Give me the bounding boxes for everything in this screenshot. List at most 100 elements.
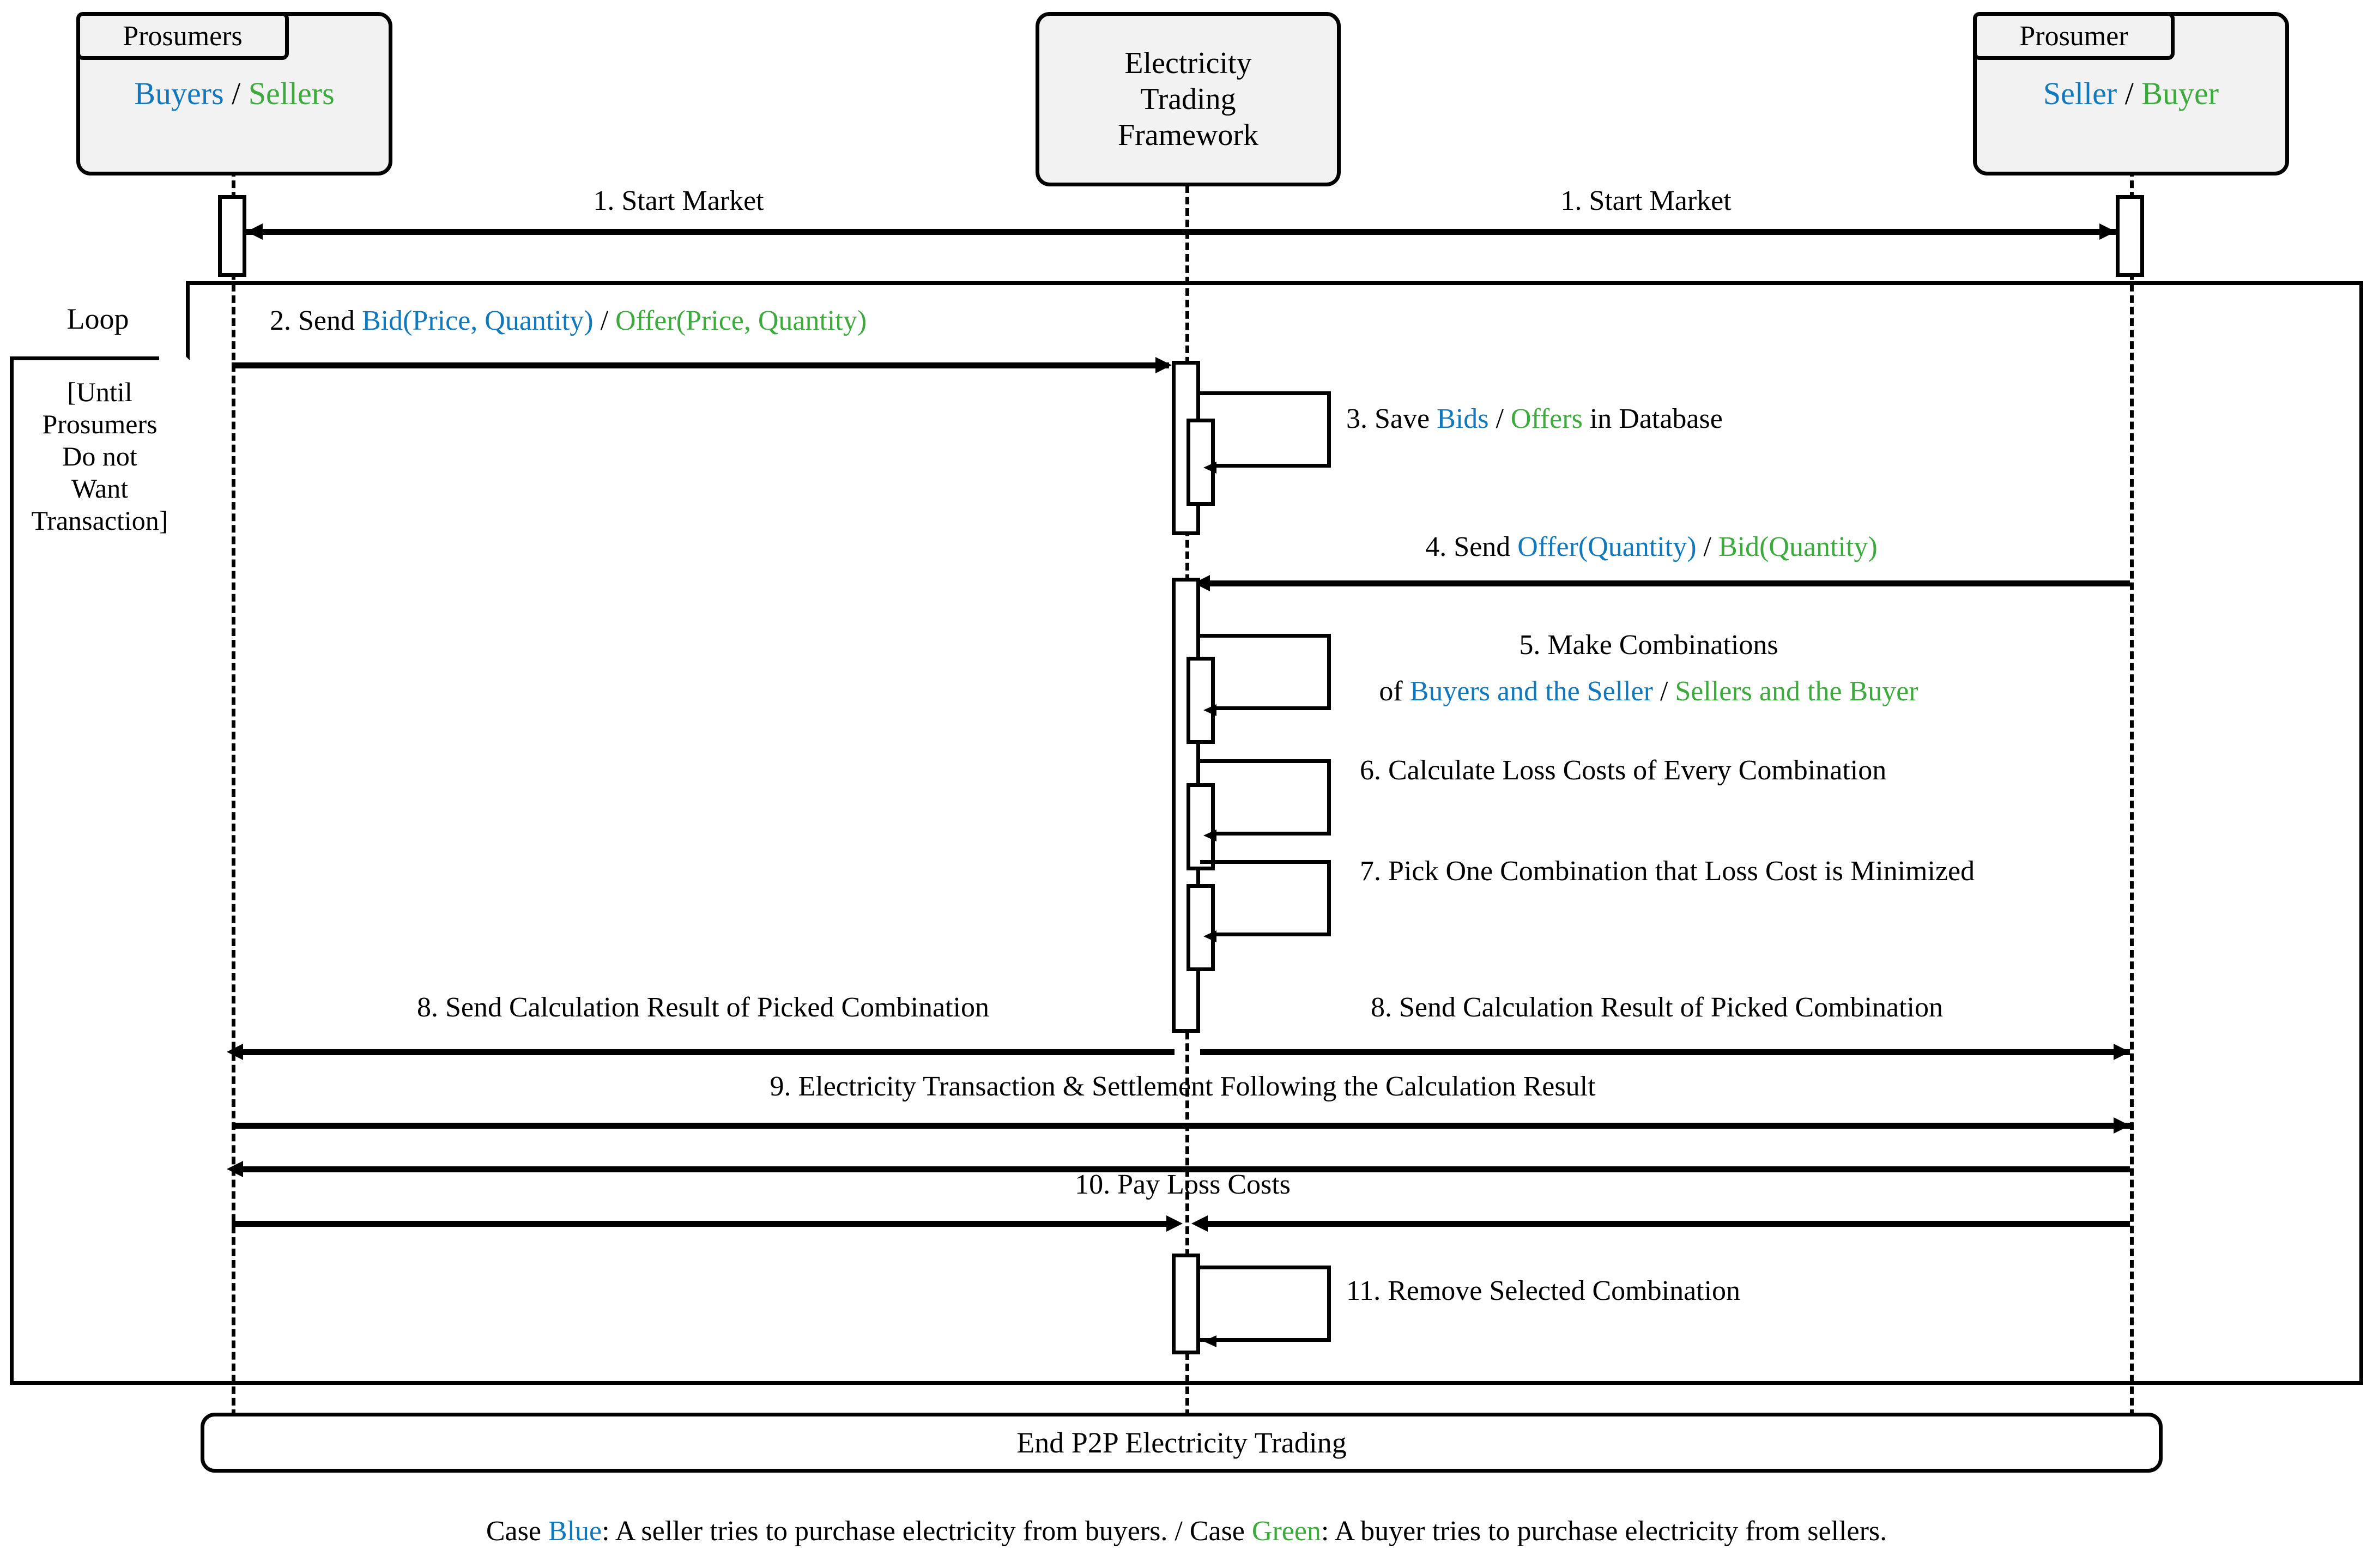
- msg2-seg-0: 2. Send: [270, 305, 362, 336]
- arrowhead-transaction-settlement-forward: [2114, 1117, 2130, 1134]
- arrowhead-send-bid-offer: [1155, 357, 1172, 373]
- msg2-seg-2: /: [593, 305, 616, 336]
- loop-condition-line-4: Want: [71, 473, 129, 504]
- arrowhead-transaction-settlement-return: [227, 1161, 243, 1177]
- actor-role-sep-right: /: [2124, 75, 2134, 111]
- self-call-box-calculate-loss: [1200, 759, 1331, 836]
- message-label-pay-loss-costs: 10. Pay Loss Costs: [1075, 1169, 1291, 1200]
- actor-role-sep-left: /: [232, 75, 241, 111]
- actor-roles-right: Seller / Buyer: [2043, 75, 2219, 112]
- end-bar: End P2P Electricity Trading: [201, 1413, 2163, 1473]
- arrowhead-start-market-left: [246, 223, 263, 240]
- loop-fragment-tag: Loop: [10, 281, 190, 360]
- activation-left-start: [218, 195, 246, 277]
- message-label-start-market-left: 1. Start Market: [593, 185, 764, 216]
- end-bar-label: End P2P Electricity Trading: [1016, 1426, 1347, 1459]
- message-label-make-combinations-line2: of Buyers and the Seller / Sellers and t…: [1379, 676, 1918, 707]
- caption-seg-0: Case: [486, 1516, 548, 1547]
- caption-seg-1: Blue: [548, 1516, 602, 1547]
- message-label-send-result-right: 8. Send Calculation Result of Picked Com…: [1370, 992, 1944, 1023]
- self-call-box-save-bids: [1200, 391, 1331, 468]
- arrowhead-pay-loss-costs-from-left: [1166, 1215, 1183, 1232]
- msg2-seg-1: Bid(Price, Quantity): [362, 305, 594, 336]
- msg4-seg-2: /: [1696, 531, 1718, 562]
- actor-tab-prosumers-left: Prosumers: [76, 12, 289, 60]
- actor-framework-title: Electricity Trading Framework: [1118, 45, 1258, 153]
- actor-box-framework: Electricity Trading Framework: [1036, 12, 1341, 186]
- message-arrow-transaction-settlement-forward: [232, 1123, 2130, 1129]
- caption-seg-3: Green: [1251, 1516, 1321, 1547]
- activation-right-start: [2116, 195, 2144, 277]
- loop-condition-line-3: Do not: [62, 441, 137, 471]
- caption-seg-2: : A seller tries to purchase electricity…: [602, 1516, 1252, 1547]
- activation-pick-combination: [1186, 884, 1215, 971]
- msg4-seg-3: Bid(Quantity): [1718, 531, 1878, 562]
- message-arrow-pay-loss-costs-from-left: [232, 1221, 1169, 1227]
- message-label-send-bid-offer: 2. Send Bid(Price, Quantity) / Offer(Pri…: [270, 305, 867, 337]
- message-arrow-transaction-settlement-return: [232, 1166, 2130, 1172]
- msg3-seg-4: in Database: [1582, 403, 1723, 434]
- message-arrow-send-bid-offer: [232, 362, 1169, 368]
- message-label-transaction-settlement: 9. Electricity Transaction & Settlement …: [770, 1071, 1596, 1102]
- message-arrow-send-result-right: [1200, 1049, 2130, 1055]
- message-label-save-bids: 3. Save Bids / Offers in Database: [1346, 403, 1723, 435]
- message-arrow-send-offer-bid-quantity: [1200, 580, 2130, 586]
- msg5-seg-3: Sellers and the Buyer: [1675, 676, 1918, 707]
- actor-tab-label-left: Prosumers: [123, 20, 243, 52]
- caption-seg-4: : A buyer tries to purchase electricity …: [1321, 1516, 1887, 1547]
- framework-title-line-1: Electricity: [1124, 46, 1252, 80]
- loop-fragment-frame: [10, 281, 2363, 1385]
- actor-role-green-right: Buyer: [2141, 75, 2219, 111]
- arrowhead-pay-loss-costs-from-right: [1191, 1215, 1208, 1232]
- self-call-box-pick-combination: [1200, 860, 1331, 936]
- actor-role-blue-left: Buyers: [134, 75, 224, 111]
- msg3-seg-1: Bids: [1437, 403, 1489, 434]
- figure-caption: Case Blue: A seller tries to purchase el…: [0, 1515, 2373, 1547]
- message-arrow-send-result-left: [232, 1049, 1175, 1055]
- activation-framework-remove: [1172, 1254, 1200, 1354]
- msg5-seg-1: Buyers and the Seller: [1409, 676, 1653, 707]
- actor-tab-label-right: Prosumer: [2019, 20, 2128, 52]
- arrowhead-remove-combination: [1203, 1335, 1216, 1347]
- loop-label: Loop: [66, 302, 129, 335]
- self-call-box-make-combinations: [1200, 634, 1331, 710]
- lifeline-prosumer-right: [2130, 169, 2134, 1417]
- arrowhead-send-result-left: [227, 1044, 243, 1060]
- arrowhead-save-bids: [1203, 462, 1216, 474]
- msg5-seg-0: of: [1379, 676, 1410, 707]
- msg4-seg-1: Offer(Quantity): [1517, 531, 1697, 562]
- loop-condition-line-2: Prosumers: [42, 409, 158, 439]
- message-arrow-start-market-left: [246, 229, 2116, 235]
- loop-condition-line-5: Transaction]: [31, 505, 168, 536]
- arrowhead-calculate-loss: [1203, 830, 1216, 841]
- loop-condition: [Until Prosumers Do not Want Transaction…: [10, 376, 190, 537]
- activation-calculate-loss: [1186, 783, 1215, 870]
- msg3-seg-0: 3. Save: [1346, 403, 1437, 434]
- framework-title-line-3: Framework: [1117, 118, 1259, 153]
- message-label-start-market-right: 1. Start Market: [1560, 185, 1732, 216]
- message-label-send-offer-bid-quantity: 4. Send Offer(Quantity) / Bid(Quantity): [1425, 531, 1877, 563]
- loop-condition-line-1: [Until: [67, 377, 132, 407]
- message-label-calculate-loss: 6. Calculate Loss Costs of Every Combina…: [1360, 755, 1887, 786]
- self-call-box-remove-combination: [1200, 1266, 1331, 1342]
- message-label-pick-combination: 7. Pick One Combination that Loss Cost i…: [1360, 856, 1975, 887]
- arrowhead-send-result-right: [2114, 1044, 2130, 1060]
- actor-role-blue-right: Seller: [2043, 75, 2117, 111]
- msg5-seg-2: /: [1652, 676, 1675, 707]
- lifeline-prosumers-left: [232, 169, 235, 1417]
- message-label-send-result-left: 8. Send Calculation Result of Picked Com…: [416, 992, 990, 1023]
- msg2-seg-3: Offer(Price, Quantity): [615, 305, 867, 336]
- message-label-remove-combination: 11. Remove Selected Combination: [1346, 1275, 1741, 1306]
- arrowhead-pick-combination: [1203, 930, 1216, 942]
- msg4-seg-0: 4. Send: [1425, 531, 1518, 562]
- message-label-make-combinations-line1: 5. Make Combinations: [1519, 629, 1778, 661]
- actor-role-green-left: Sellers: [248, 75, 335, 111]
- actor-tab-prosumer-right: Prosumer: [1973, 12, 2175, 60]
- message-arrow-pay-loss-costs-from-right: [1200, 1221, 2130, 1227]
- msg3-seg-3: Offers: [1510, 403, 1583, 434]
- actor-roles-left: Buyers / Sellers: [134, 75, 334, 112]
- activation-make-combinations: [1186, 657, 1215, 744]
- arrowhead-make-combinations: [1203, 704, 1216, 716]
- arrowhead-start-market-right: [2099, 223, 2116, 240]
